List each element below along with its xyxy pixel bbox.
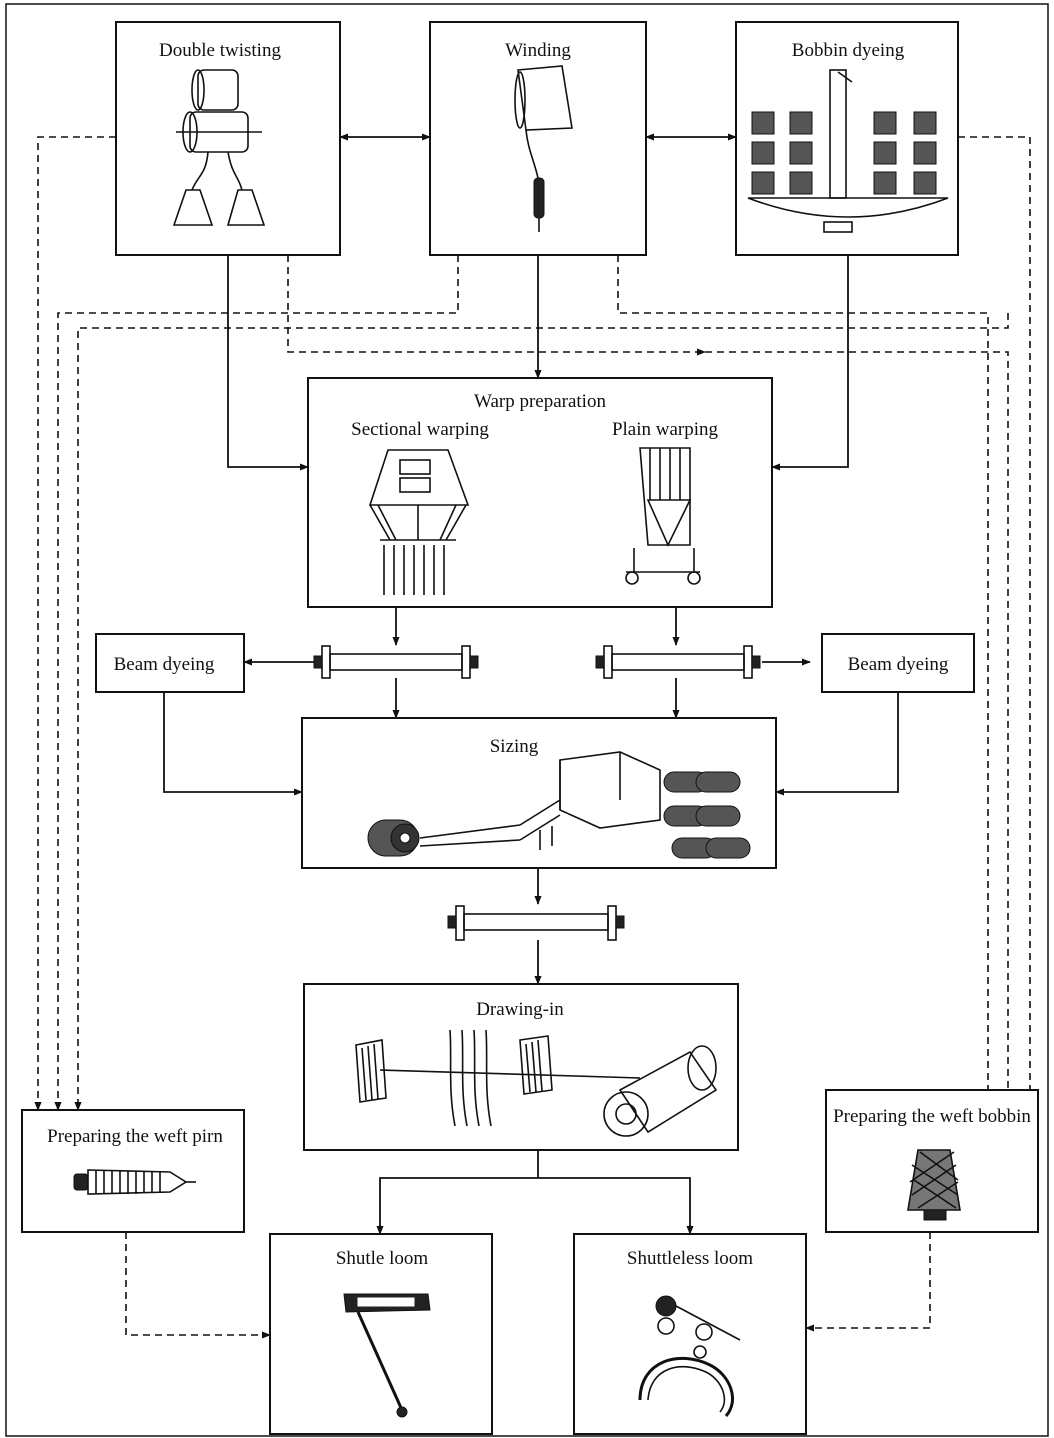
node-shuttleless-loom: Shuttleless loom bbox=[574, 1234, 806, 1434]
beam-dyeing-right-label: Beam dyeing bbox=[848, 654, 949, 675]
dashed-line-twist-to-right bbox=[288, 255, 705, 352]
node-double-twisting: Double twisting bbox=[116, 22, 340, 255]
line-split-to-looms bbox=[380, 1178, 690, 1232]
sectional-warping-label: Sectional warping bbox=[351, 419, 489, 440]
arrow-beam-dyeing-to-sizing-right bbox=[776, 692, 898, 792]
node-preparing-weft-pirn: Preparing the weft pirn bbox=[22, 1110, 244, 1232]
shuttle-loom-label: Shutle loom bbox=[336, 1248, 429, 1269]
shuttleless-loom-label: Shuttleless loom bbox=[627, 1248, 753, 1269]
sizing-label: Sizing bbox=[490, 736, 539, 757]
weft-bobbin-label: Preparing the weft bobbin bbox=[833, 1106, 1031, 1127]
node-shuttle-loom: Shutle loom bbox=[270, 1234, 492, 1434]
node-preparing-weft-bobbin: Preparing the weft bobbin bbox=[826, 1090, 1038, 1232]
dashed-line-pirn-to-shuttle-loom bbox=[126, 1232, 270, 1335]
node-sizing: Sizing bbox=[302, 718, 776, 868]
warp-beam-icon bbox=[314, 646, 478, 678]
node-warp-preparation: Warp preparation Sectional warping Plain… bbox=[308, 378, 772, 607]
arrow-bobbin-to-warp bbox=[772, 255, 848, 467]
warp-preparation-label: Warp preparation bbox=[474, 391, 606, 412]
bobbin-cone-icon bbox=[908, 1150, 960, 1220]
dashed-line-bobbin-dye-to-bobbin bbox=[958, 137, 1030, 1110]
arrow-twist-to-warp bbox=[228, 255, 308, 467]
dashed-line-bobbin-to-shuttleless bbox=[806, 1232, 930, 1328]
plain-warping-label: Plain warping bbox=[612, 419, 719, 440]
beam-dyeing-left-label: Beam dyeing bbox=[114, 654, 215, 675]
node-bobbin-dyeing: Bobbin dyeing bbox=[736, 22, 958, 255]
node-beam-dyeing-left: Beam dyeing bbox=[96, 634, 244, 692]
arrow-beam-dyeing-to-sizing-left bbox=[164, 692, 302, 792]
winding-label: Winding bbox=[505, 40, 571, 61]
warp-beam-icon bbox=[448, 906, 624, 940]
double-twisting-label: Double twisting bbox=[159, 40, 281, 61]
node-beam-dyeing-right: Beam dyeing bbox=[822, 634, 974, 692]
dashed-line-twist-to-pirn bbox=[38, 137, 116, 1110]
node-winding: Winding bbox=[430, 22, 646, 255]
drawing-in-label: Drawing-in bbox=[476, 999, 564, 1020]
bobbin-dyeing-label: Bobbin dyeing bbox=[792, 40, 905, 61]
warp-beam-icon bbox=[596, 646, 760, 678]
node-drawing-in: Drawing-in bbox=[304, 984, 738, 1150]
weft-pirn-label: Preparing the weft pirn bbox=[47, 1126, 223, 1147]
